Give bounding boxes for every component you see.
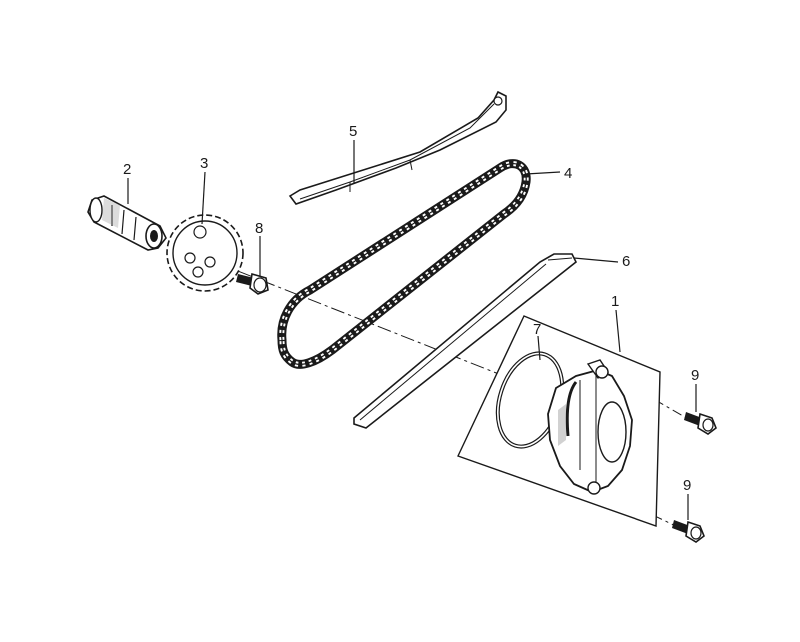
callout-3: 3 [200,155,208,172]
camshaft [87,195,167,251]
callout-2: 2 [123,161,131,178]
leader-line-3 [201,171,206,225]
callout-4: 4 [564,165,572,182]
callout-7: 7 [533,321,541,338]
tensioner-bolt-upper [684,412,717,435]
leader-lines [127,140,697,520]
callout-6: 6 [622,253,630,270]
chain-guide-upper [288,90,507,205]
tensioner-bolt-lower [672,520,705,543]
leader-line-4 [525,171,561,175]
callout-9-upper: 9 [691,367,699,384]
callout-9-lower: 9 [683,477,691,494]
callout-1: 1 [611,293,619,310]
callout-8: 8 [255,220,263,237]
callout-5: 5 [349,123,357,140]
leader-line-1 [615,309,621,353]
sprocket-bolt [236,272,269,295]
leader-line-6 [573,257,619,263]
leader-line-7 [537,335,541,361]
tensioner-body [547,359,633,495]
timing-chain [277,159,531,369]
cam-sprocket [166,214,244,292]
